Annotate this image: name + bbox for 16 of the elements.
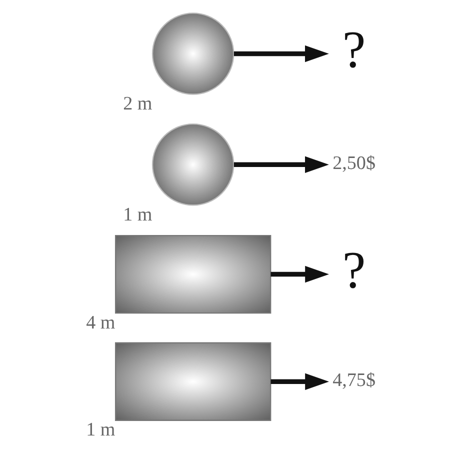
node-box xyxy=(114,342,271,421)
node-label: 2 m xyxy=(122,94,152,115)
node-box xyxy=(114,234,271,314)
node-label: 4 m xyxy=(86,312,115,334)
node-text: ? xyxy=(342,21,366,80)
node-label: 1 m xyxy=(86,420,115,441)
node-text: ? xyxy=(342,242,366,300)
node-circle xyxy=(151,12,234,95)
arrow xyxy=(233,156,328,173)
node-circle xyxy=(151,123,234,206)
arrow xyxy=(270,373,328,390)
arrow xyxy=(270,266,328,283)
node-text: 4,75$ xyxy=(332,370,375,392)
node-text: 2,50$ xyxy=(332,153,375,174)
arrow xyxy=(233,45,328,62)
node-label: 1 m xyxy=(122,204,152,226)
